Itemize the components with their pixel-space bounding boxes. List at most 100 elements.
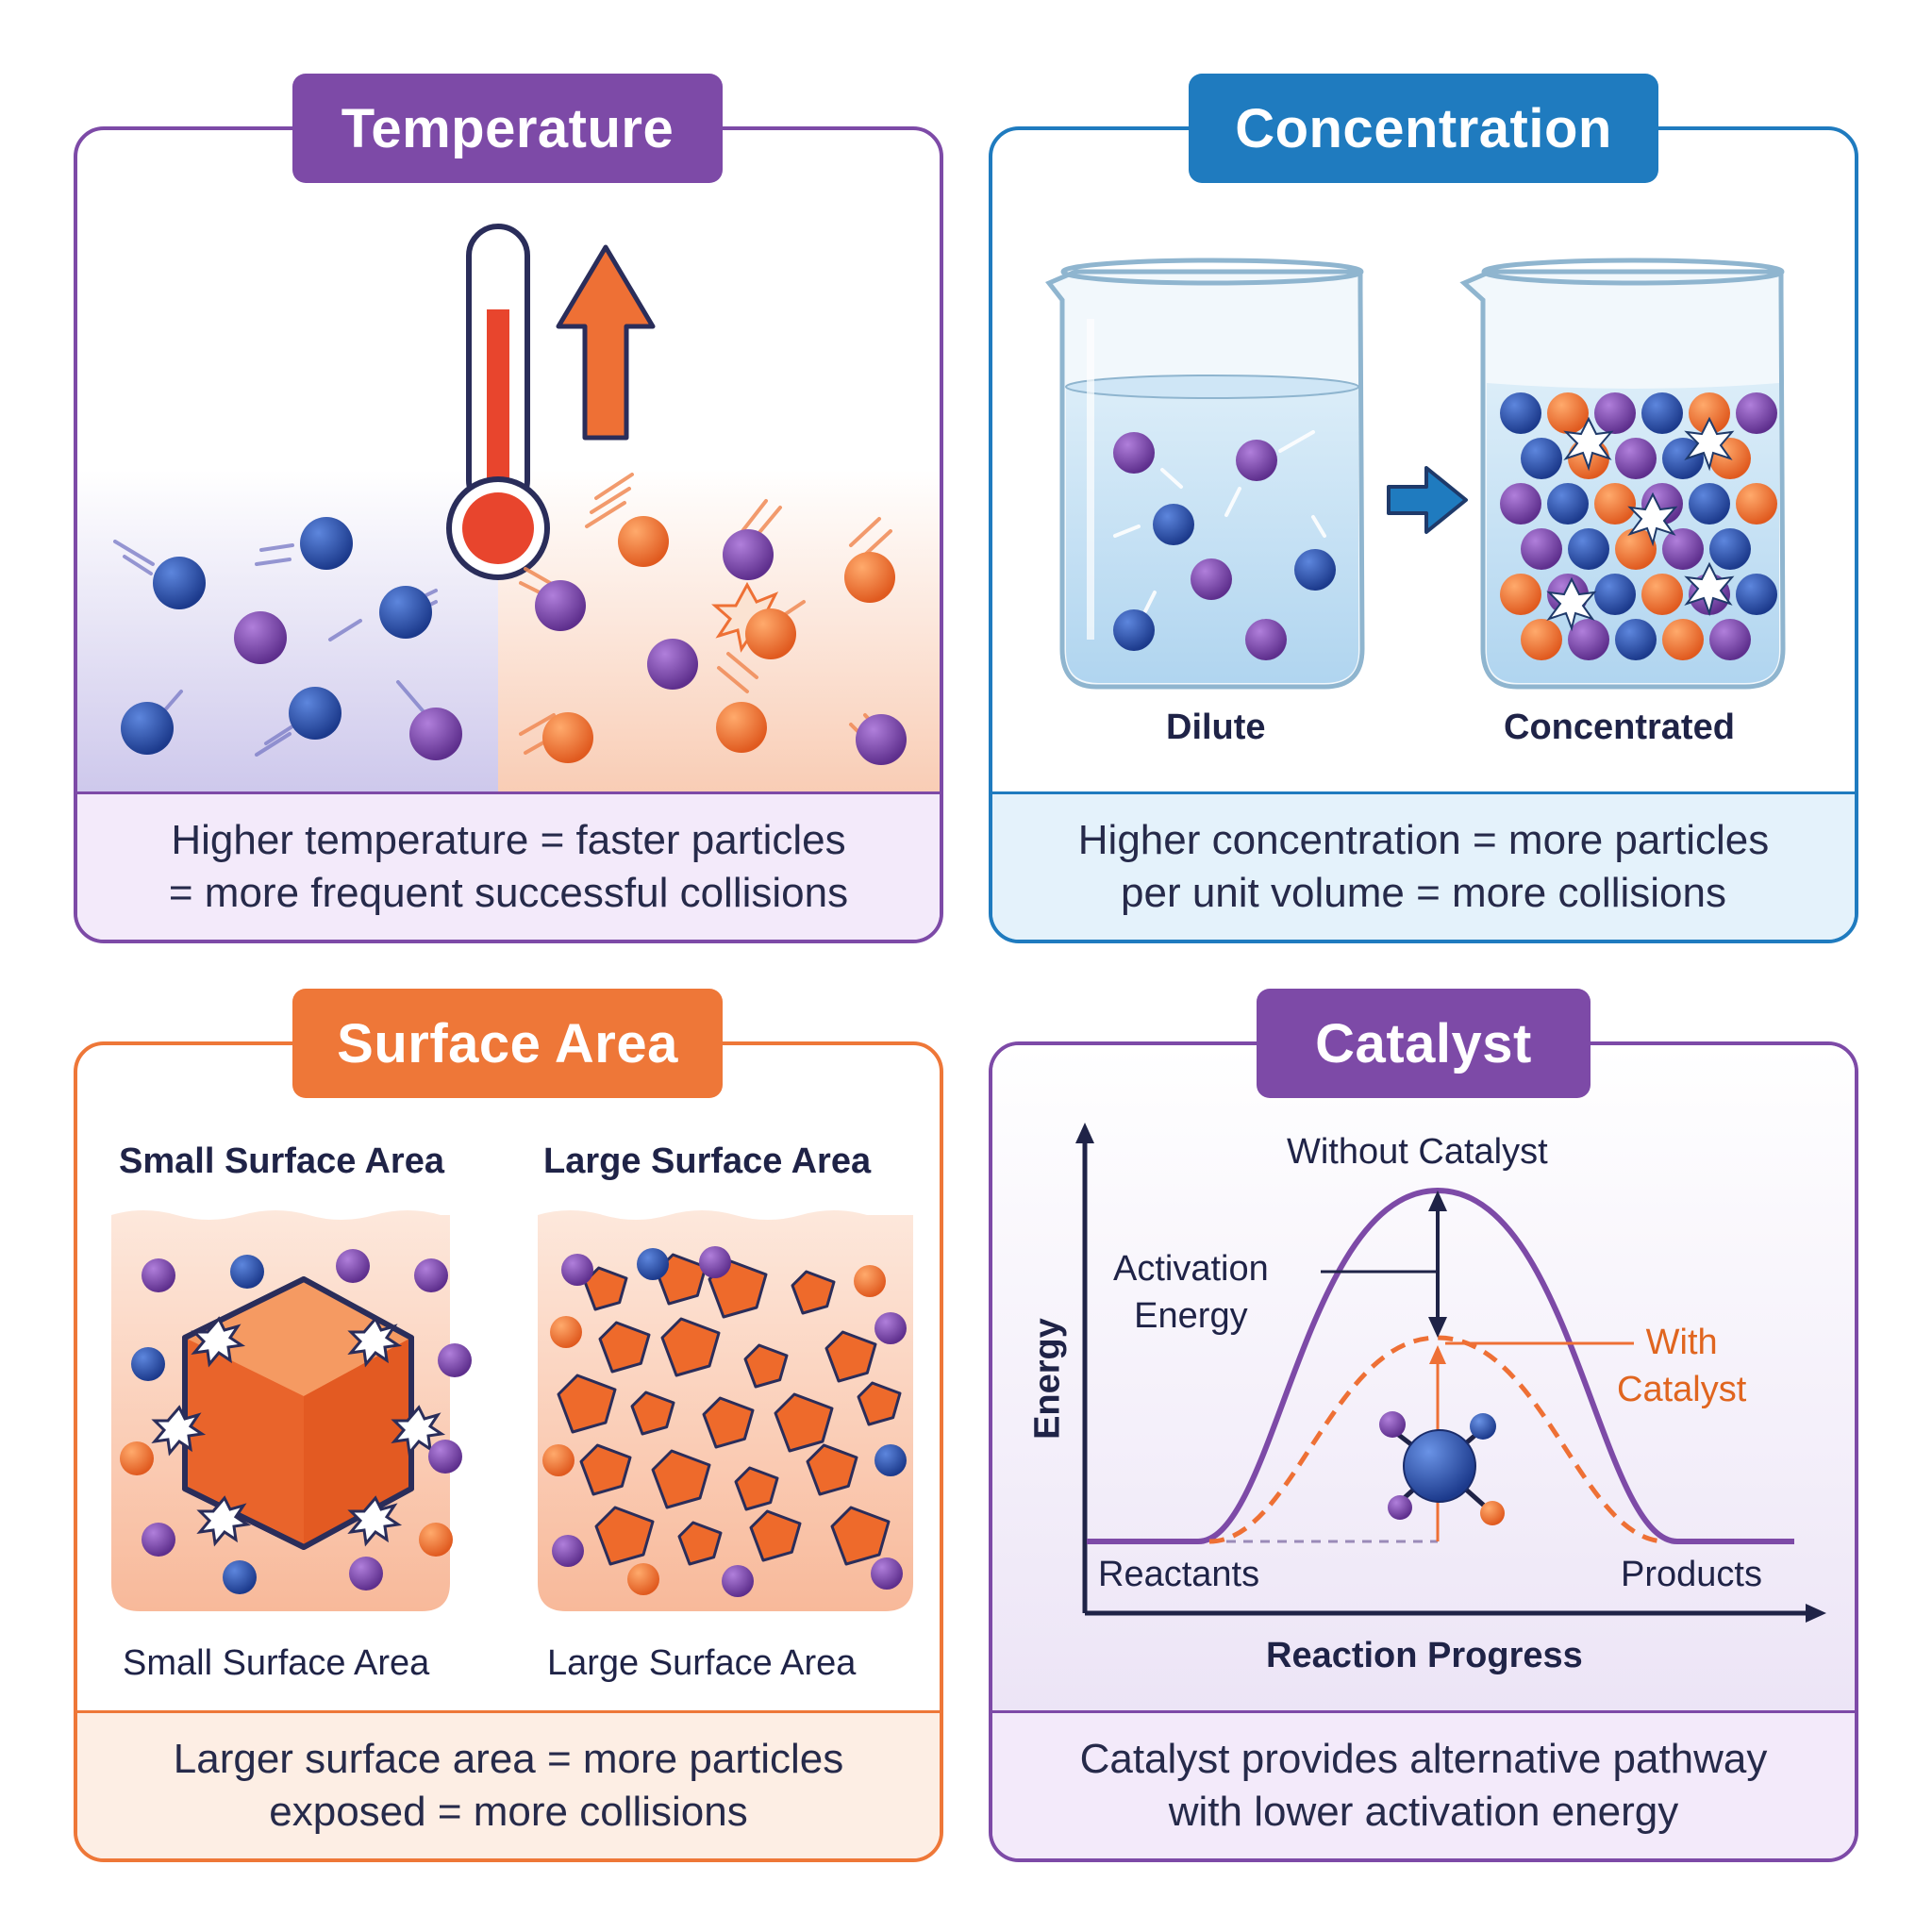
caption-line: Larger surface area = more particles <box>173 1736 844 1782</box>
particle <box>1709 528 1751 570</box>
particle <box>1521 528 1562 570</box>
activation-energy-label: Activation Energy <box>1113 1245 1269 1340</box>
collision-bursts <box>151 1316 446 1547</box>
particle <box>1615 619 1657 660</box>
label-line: Energy <box>1134 1296 1248 1336</box>
particle <box>1641 574 1683 615</box>
particle <box>1500 574 1541 615</box>
concentrated-label: Concentrated <box>1504 708 1735 747</box>
thermometer-icon <box>446 224 550 580</box>
right-arrow-icon <box>1387 466 1468 534</box>
collision-burst <box>1546 576 1597 632</box>
concentrated-particles <box>1500 392 1777 660</box>
particle <box>854 1265 886 1297</box>
particle <box>1521 619 1562 660</box>
y-axis-title: Energy <box>1027 1318 1068 1440</box>
temperature-panel: Higher temperature = faster particles = … <box>74 126 943 943</box>
fragment <box>655 1253 708 1306</box>
fragment <box>677 1521 723 1566</box>
fragment <box>749 1509 802 1562</box>
particle <box>1547 483 1589 525</box>
fragments-icon <box>542 1246 907 1597</box>
fragment <box>630 1391 675 1436</box>
fragment <box>702 1396 755 1449</box>
reactants-label: Reactants <box>1098 1555 1260 1594</box>
caption-line: = more frequent successful collisions <box>168 870 849 916</box>
surface-area-title: Surface Area <box>292 989 723 1098</box>
without-catalyst-label: Without Catalyst <box>1287 1132 1548 1172</box>
temperature-title: Temperature <box>292 74 723 183</box>
small-area-particles <box>120 1249 472 1594</box>
particle <box>550 1316 582 1348</box>
fragment <box>598 1321 651 1374</box>
fragment <box>594 1506 655 1566</box>
particle <box>874 1312 907 1344</box>
collision-burst <box>1627 491 1678 547</box>
particle <box>1736 574 1777 615</box>
fragment <box>660 1317 721 1377</box>
label-line: With <box>1645 1323 1718 1362</box>
particle <box>1662 619 1704 660</box>
particle <box>722 1565 754 1597</box>
particle <box>1594 483 1636 525</box>
fragment <box>583 1266 628 1311</box>
fragment <box>774 1392 834 1453</box>
particle <box>542 1444 575 1476</box>
fragment <box>791 1270 836 1315</box>
fragment <box>579 1443 632 1496</box>
dilute-particles <box>1113 432 1336 660</box>
surface-area-caption: Larger surface area = more particles exp… <box>77 1710 940 1858</box>
up-arrow-icon <box>556 244 656 441</box>
energy-profile-diagram <box>992 1045 1855 1721</box>
fragment <box>651 1449 711 1509</box>
products-label: Products <box>1621 1555 1762 1594</box>
dilute-label: Dilute <box>1166 708 1266 747</box>
particle <box>552 1535 584 1567</box>
cool-particles <box>121 517 462 760</box>
caption-line: Higher concentration = more particles <box>1077 817 1770 863</box>
catalyst-panel: Without Catalyst Activation Energy With … <box>989 1041 1858 1862</box>
particle <box>1689 392 1730 434</box>
particle <box>1736 483 1777 525</box>
label-line: Activation <box>1113 1249 1269 1289</box>
fragment <box>857 1381 902 1426</box>
particle <box>871 1557 903 1590</box>
temperature-caption: Higher temperature = faster particles = … <box>77 791 940 940</box>
particle <box>1709 619 1751 660</box>
particle <box>1568 528 1609 570</box>
particle <box>1615 438 1657 479</box>
catalyzed-curve <box>1208 1335 1667 1544</box>
concentration-caption: Higher concentration = more particles pe… <box>992 791 1855 940</box>
particle <box>1594 574 1636 615</box>
x-axis-title: Reaction Progress <box>1266 1636 1583 1675</box>
small-surface-label: Small Surface Area <box>123 1643 430 1683</box>
collision-burst <box>1563 416 1614 472</box>
particle <box>561 1254 593 1286</box>
with-catalyst-label: With Catalyst <box>1617 1319 1746 1413</box>
particle <box>1568 619 1609 660</box>
concentration-title: Concentration <box>1189 74 1658 183</box>
surface-area-illustration <box>111 1210 913 1611</box>
fragment <box>734 1466 779 1511</box>
label-line: Catalyst <box>1617 1370 1747 1409</box>
caption-line: exposed = more collisions <box>269 1789 748 1835</box>
collision-burst <box>1684 561 1735 617</box>
concentration-panel: Dilute Concentrated Higher concentration… <box>989 126 1858 943</box>
fragment <box>824 1330 877 1383</box>
particle <box>1500 392 1541 434</box>
catalyst-caption: Catalyst provides alternative pathway wi… <box>992 1710 1855 1858</box>
particle <box>627 1563 659 1595</box>
surface-area-panel: Small Surface Area Large Surface Area <box>74 1041 943 1862</box>
particle <box>637 1248 669 1280</box>
hot-particles <box>535 516 907 765</box>
particle <box>1641 392 1683 434</box>
large-surface-label: Large Surface Area <box>547 1643 857 1683</box>
fragment <box>830 1506 891 1566</box>
caption-line: with lower activation energy <box>1168 1789 1679 1835</box>
caption-line: Catalyst provides alternative pathway <box>1079 1736 1768 1782</box>
fragment <box>743 1343 789 1389</box>
collision-burst <box>1684 416 1735 472</box>
particle <box>1594 392 1636 434</box>
caption-line: per unit volume = more collisions <box>1121 870 1726 916</box>
small-surface-heading: Small Surface Area <box>119 1141 444 1181</box>
